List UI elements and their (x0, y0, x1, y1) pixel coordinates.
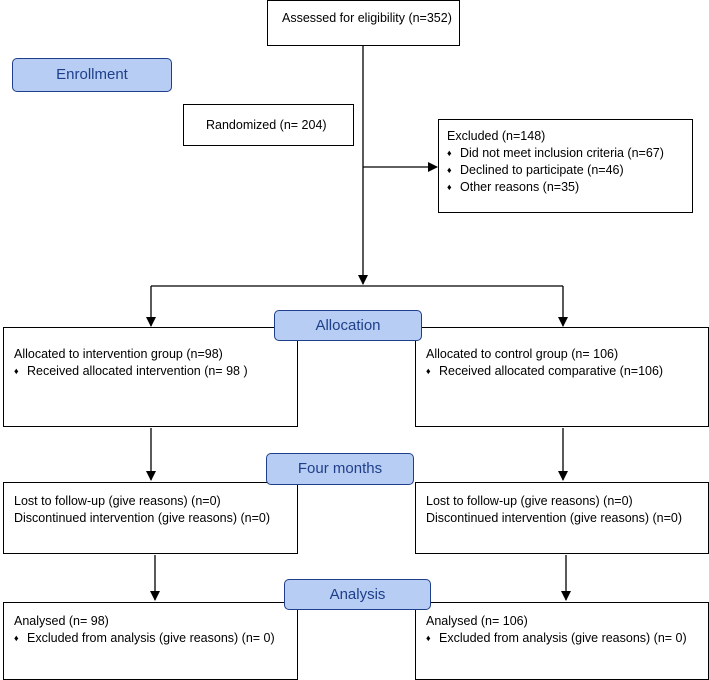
intervention-lost-text: Lost to follow-up (give reasons) (n=0) (14, 494, 221, 508)
stage-label-enrollment: Enrollment (12, 58, 172, 92)
intervention-allocation-box: Allocated to intervention group (n=98) R… (3, 327, 298, 427)
intervention-received-text: Received allocated intervention (n= 98 ) (14, 363, 297, 380)
excluded-reason-item: Did not meet inclusion criteria (n=67) (447, 145, 692, 162)
control-received-text: Received allocated comparative (n=106) (426, 363, 708, 380)
intervention-analysed-text: Analysed (n= 98) (14, 614, 109, 628)
excluded-reason-item: Declined to participate (n=46) (447, 162, 692, 179)
control-discontinued-text: Discontinued intervention (give reasons)… (426, 511, 683, 525)
control-excluded-analysis-text: Excluded from analysis (give reasons) (n… (426, 630, 708, 647)
control-analysed-text: Analysed (n= 106) (426, 614, 528, 628)
stage-label-followup: Four months (266, 453, 414, 485)
stage-label-allocation: Allocation (274, 310, 422, 341)
excluded-box: Excluded (n=148) Did not meet inclusion … (438, 119, 693, 213)
assessed-text: Assessed for eligibility (n=352) (282, 11, 452, 25)
assessed-box: Assessed for eligibility (n=352) (267, 0, 460, 46)
control-allocated-text: Allocated to control group (n= 106) (426, 347, 619, 361)
control-followup-box: Lost to follow-up (give reasons) (n=0) D… (415, 482, 709, 554)
intervention-followup-box: Lost to follow-up (give reasons) (n=0) D… (3, 482, 298, 554)
intervention-analysis-box: Analysed (n= 98) Excluded from analysis … (3, 602, 298, 680)
intervention-excluded-analysis-text: Excluded from analysis (give reasons) (n… (14, 630, 297, 647)
control-lost-text: Lost to follow-up (give reasons) (n=0) (426, 494, 633, 508)
stage-label-analysis: Analysis (284, 579, 431, 610)
randomized-text: Randomized (n= 204) (206, 118, 327, 132)
excluded-reason-item: Other reasons (n=35) (447, 179, 692, 196)
intervention-discontinued-text: Discontinued intervention (give reasons)… (14, 511, 271, 525)
intervention-allocated-text: Allocated to intervention group (n=98) (14, 347, 223, 361)
excluded-title: Excluded (n=148) (447, 129, 546, 143)
control-analysis-box: Analysed (n= 106) Excluded from analysis… (415, 602, 709, 680)
control-allocation-box: Allocated to control group (n= 106) Rece… (415, 327, 709, 427)
randomized-box: Randomized (n= 204) (183, 104, 354, 146)
